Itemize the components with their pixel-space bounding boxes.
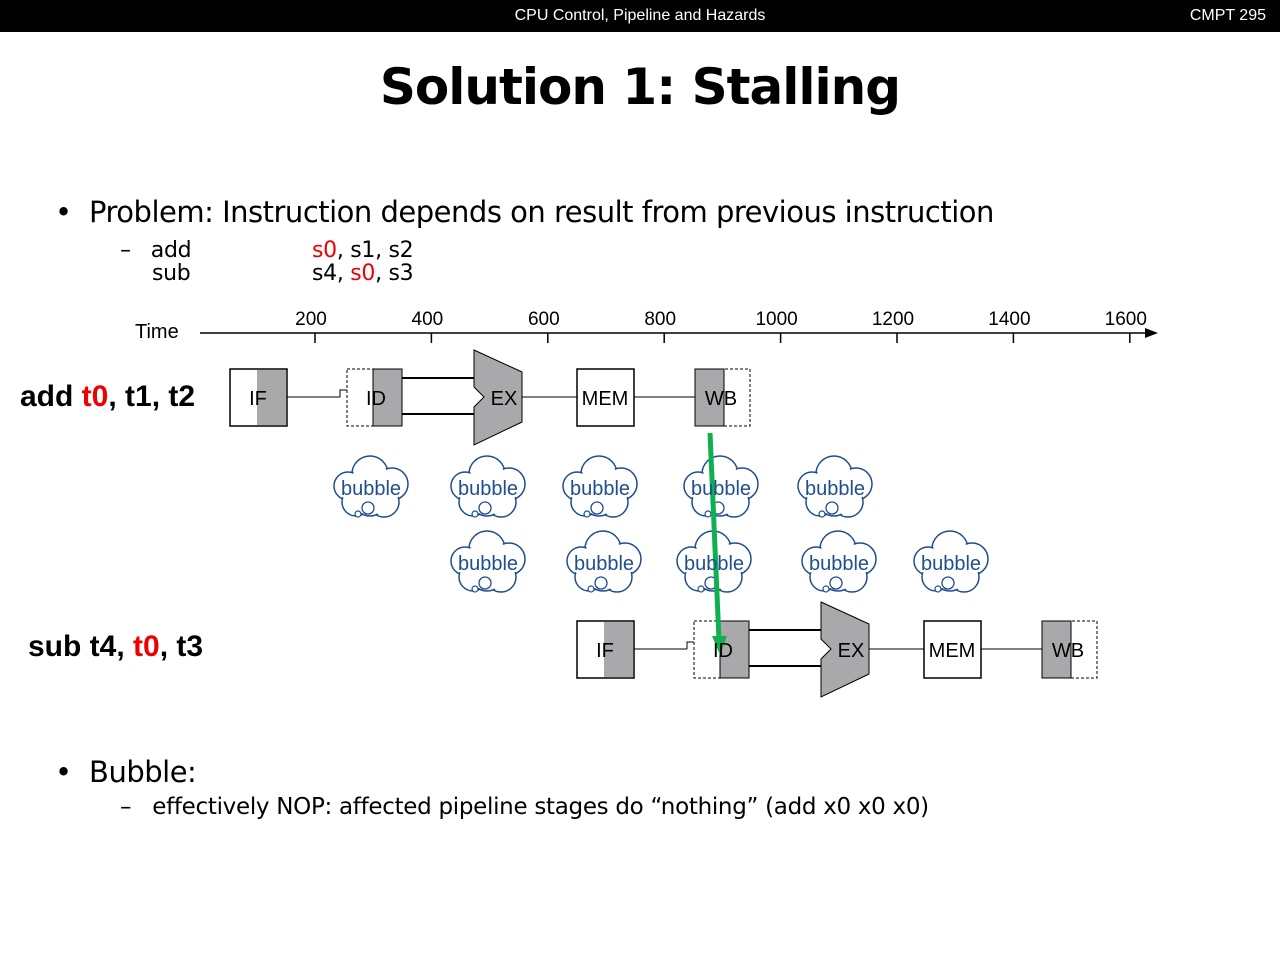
code-args-add: s0, s1, s2 [312, 238, 414, 263]
bubble-label: bubble [684, 553, 744, 575]
time-tick-label: 1400 [988, 309, 1030, 330]
stage-label: IF [249, 388, 267, 410]
stage-if-shade [604, 622, 633, 677]
time-axis-arrow [1145, 328, 1158, 338]
time-tick-label: 200 [295, 309, 327, 330]
bubble-label: bubble [341, 478, 401, 500]
bubble-cloud [562, 455, 638, 518]
problem-bullet: • Problem: Instruction depends on result… [55, 195, 994, 229]
time-tick-label: 800 [644, 309, 676, 330]
bubble-label: bubble [570, 478, 630, 500]
code-rest: , s3 [375, 261, 414, 286]
instruction-add: add t0, t1, t2 [20, 380, 195, 414]
bubble-bullet: • Bubble: [55, 755, 197, 789]
stage-if-shade [257, 370, 286, 425]
code-rest: , s1, s2 [336, 238, 414, 263]
stage-ex [820, 601, 870, 698]
stage-label: EX [491, 388, 518, 410]
bubble-cloud [566, 530, 642, 593]
problem-text: Problem: Instruction depends on result f… [89, 195, 994, 229]
code-op: sub [152, 261, 191, 286]
instr-reg: t0 [81, 380, 109, 413]
forward-arrow [707, 432, 722, 641]
instr-text: sub t4, [28, 630, 134, 663]
course-title: CPU Control, Pipeline and Hazards [514, 7, 766, 24]
code-dest: s0 [350, 261, 376, 286]
instr-text: , t3 [159, 630, 204, 663]
slide-title: Solution 1: Stalling [379, 58, 901, 116]
stage-label: IF [596, 640, 614, 662]
bubble-detail-line: – effectively NOP: affected pipeline sta… [120, 794, 929, 820]
bubble-label: bubble [921, 553, 981, 575]
code-line-sub: sub [152, 261, 191, 286]
stage-label: EX [838, 640, 865, 662]
bubble-label: bubble [691, 478, 751, 500]
instruction-sub: sub t4, t0, t3 [28, 630, 203, 664]
code-op: add [150, 238, 192, 263]
stage-label: MEM [929, 640, 976, 662]
bubble-cloud [333, 455, 409, 518]
stage-label: WB [705, 388, 737, 410]
stage-label: WB [1052, 640, 1084, 662]
time-tick-label: 600 [528, 309, 560, 330]
code-line-add: – add [120, 238, 192, 263]
stage-ex [473, 349, 523, 446]
bubble-label: bubble [574, 553, 634, 575]
bubble-label: bubble [805, 478, 865, 500]
time-tick-label: 1200 [872, 309, 914, 330]
stage-mem [576, 368, 635, 427]
instr-reg: t0 [133, 630, 160, 663]
stage-wb-shade [1041, 620, 1072, 679]
bubble-cloud [450, 455, 526, 518]
bubble-cloud [801, 530, 877, 593]
instr-text: , t1, t2 [108, 380, 196, 413]
time-tick-label: 400 [412, 309, 444, 330]
time-tick-label: 1000 [755, 309, 797, 330]
bubble-label: bubble [458, 553, 518, 575]
bubble-detail: effectively NOP: affected pipeline stage… [152, 794, 929, 820]
code-args-sub: s4, s0, s3 [312, 261, 414, 286]
stage-id-shade [719, 620, 750, 679]
stage-id-shade [372, 368, 403, 427]
time-label: Time [135, 321, 179, 343]
stage-mem [923, 620, 982, 679]
slide-header: CPU Control, Pipeline and Hazards CMPT 2… [0, 0, 1280, 32]
code-dest: s0 [312, 238, 337, 263]
stage-label: ID [366, 388, 386, 410]
time-tick-label: 1600 [1105, 309, 1147, 330]
code-pre: s4, [312, 261, 351, 286]
stage-label: MEM [582, 388, 629, 410]
bubble-label: bubble [458, 478, 518, 500]
bubble-label: bubble [809, 553, 869, 575]
bubble-heading: Bubble: [89, 755, 197, 789]
bubble-cloud [913, 530, 989, 593]
bubble-cloud [797, 455, 873, 518]
course-code: CMPT 295 [1189, 7, 1266, 24]
stage-label: ID [713, 640, 733, 662]
bubble-cloud [450, 530, 526, 593]
instr-text: add [20, 380, 82, 413]
forward-arrow-head [712, 636, 727, 655]
stage-wb-shade [694, 368, 725, 427]
